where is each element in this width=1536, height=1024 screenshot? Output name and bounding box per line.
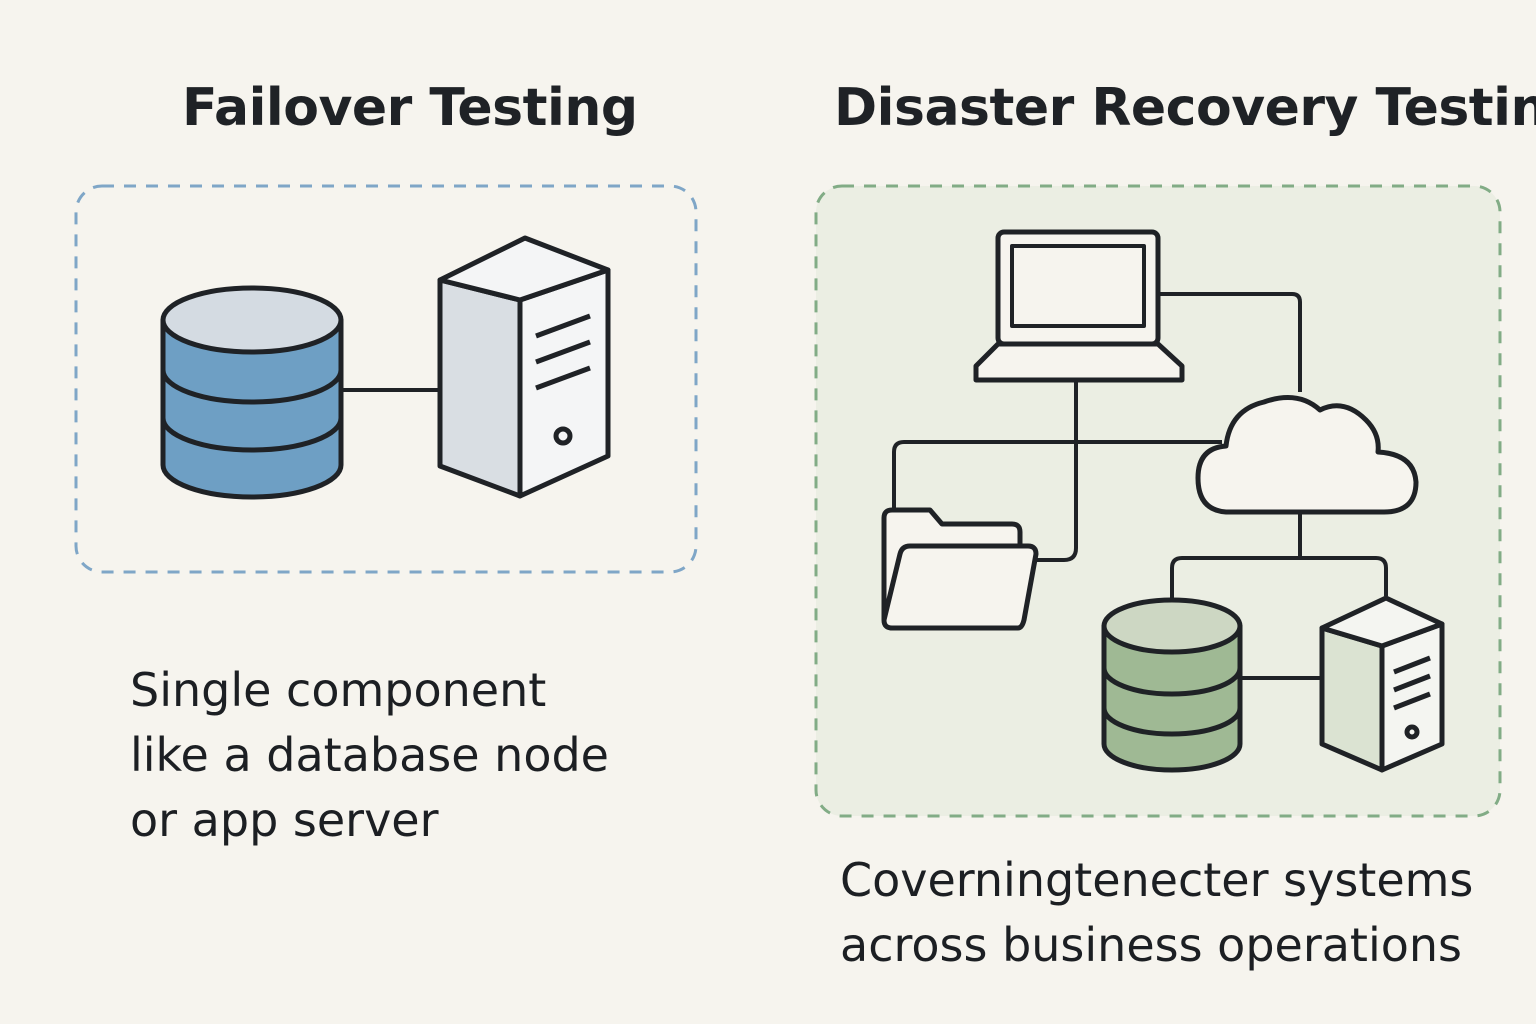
laptop-icon xyxy=(973,229,1185,383)
failover-testing-title: Failover Testing xyxy=(182,78,638,138)
network-connectors xyxy=(892,292,1388,680)
failover-scope-box xyxy=(74,184,698,574)
cloud-icon xyxy=(1195,395,1419,515)
database-icon-green xyxy=(1101,597,1243,773)
failover-description-line: or app server xyxy=(130,793,439,847)
server-icon xyxy=(437,235,611,499)
disaster-recovery-description-line: across business operations xyxy=(840,918,1463,972)
failover-description-line: Single component xyxy=(130,663,547,717)
disaster-recovery-testing-title: Disaster Recovery Testing xyxy=(834,78,1536,138)
disaster-recovery-description: Coverningtenecter systems across busines… xyxy=(840,848,1520,978)
disaster-recovery-description-line: Coverningtenecter systems xyxy=(840,853,1474,907)
folder-icon xyxy=(881,507,1039,631)
failover-description-line: like a database node xyxy=(130,728,609,782)
failover-description: Single component like a database node or… xyxy=(130,658,690,853)
server-icon-green xyxy=(1319,595,1445,773)
database-icon xyxy=(160,285,344,500)
